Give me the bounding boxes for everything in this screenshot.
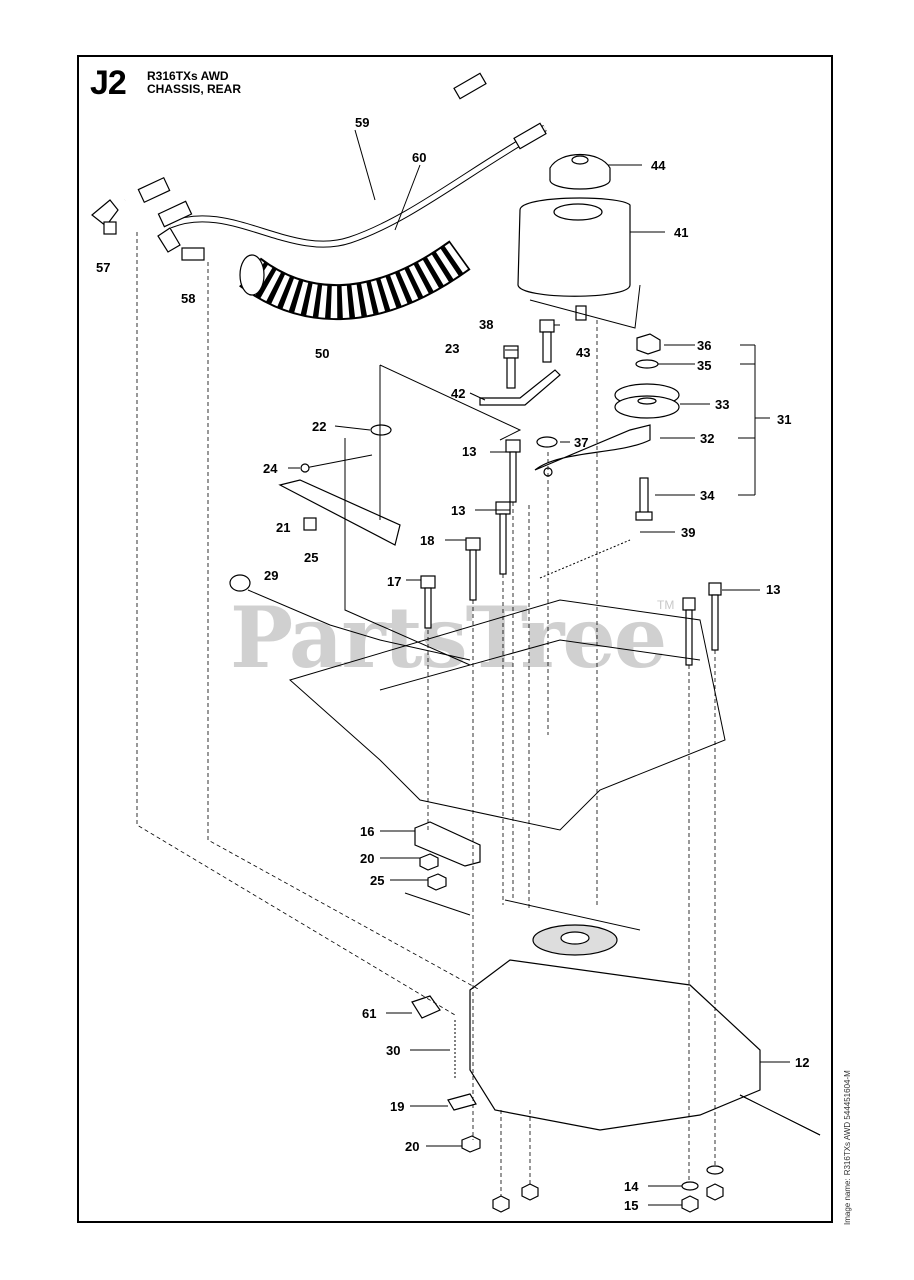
leader-lines [136,129,790,1206]
callout-59: 59 [355,115,369,130]
nut-25-a[interactable] [303,517,317,531]
callout-43: 43 [576,345,590,360]
callout-12: 12 [795,1055,809,1070]
callout-39: 39 [681,525,695,540]
nut-15[interactable] [492,1183,724,1213]
idler-arm-32[interactable] [534,424,651,477]
callout-23: 23 [445,341,459,356]
hose-59[interactable] [123,72,487,204]
callout-22: 22 [312,419,326,434]
callout-33: 33 [715,397,729,412]
rod-29[interactable] [229,574,471,661]
title-section: CHASSIS, REAR [147,82,242,96]
cable-rod-24[interactable] [300,454,373,473]
diagram-code: J2 [90,64,127,102]
nut-25-b[interactable] [427,873,447,891]
callout-13-c: 13 [766,582,780,597]
callout-25-a: 25 [304,550,318,565]
callout-13-b: 13 [451,503,465,518]
callout-29: 29 [264,568,278,583]
spacer-16[interactable] [414,821,481,867]
callout-20-a: 20 [360,851,374,866]
callout-20-b: 20 [405,1139,419,1154]
callout-30: 30 [386,1043,400,1058]
nut-36[interactable] [636,333,661,355]
callout-18: 18 [420,533,434,548]
transaxle-12[interactable] [404,892,821,1136]
elbow-fitting-57[interactable] [91,199,119,235]
washer-14[interactable] [681,1165,724,1191]
callout-17: 17 [387,574,401,589]
oil-tank-41[interactable] [517,197,631,297]
nut-20-b[interactable] [461,1135,481,1153]
pulley-33[interactable] [614,383,680,419]
bolt-43[interactable] [575,305,587,321]
bolt-18[interactable] [465,537,481,601]
bolt-13-a[interactable] [505,439,521,503]
bolt-23[interactable] [503,345,519,389]
callout-21: 21 [276,520,290,535]
callout-24: 24 [263,461,278,476]
callout-44: 44 [651,158,666,173]
tank-cap-44[interactable] [549,153,611,190]
spiral-hose-guard-50[interactable] [239,240,471,321]
bolt-38[interactable] [539,319,555,363]
callout-31: 31 [777,412,791,427]
spacer-22[interactable] [370,424,392,436]
washer-35[interactable] [635,359,659,369]
bolt-13-c[interactable] [682,582,722,666]
nut-20-a[interactable] [419,853,439,871]
callout-41: 41 [674,225,688,240]
callout-19: 19 [390,1099,404,1114]
callout-15: 15 [624,1198,638,1213]
bracket-42[interactable] [479,369,561,406]
callout-38: 38 [479,317,493,332]
fitting-61[interactable] [411,995,441,1019]
callout-34: 34 [700,488,715,503]
hose-60[interactable] [157,122,547,248]
diagram-title: R316TXs AWD CHASSIS, REAR [147,70,241,96]
callout-42: 42 [451,386,465,401]
callout-13-a: 13 [462,444,476,459]
title-model: R316TXs AWD [147,69,229,83]
callout-labels: 59 60 44 41 57 58 50 38 43 23 36 35 42 3… [96,115,809,1213]
callout-61: 61 [362,1006,376,1021]
callout-37: 37 [574,435,588,450]
callout-36: 36 [697,338,711,353]
callout-16: 16 [360,824,374,839]
elbow-fitting-58[interactable] [157,227,205,261]
bracket-19[interactable] [447,1093,477,1111]
bolt-17[interactable] [420,575,436,629]
callout-14: 14 [624,1179,639,1194]
callout-50: 50 [315,346,329,361]
callout-35: 35 [697,358,711,373]
spring-39[interactable] [539,539,631,579]
watermark-trademark: TM [657,598,675,612]
callout-25-b: 25 [370,873,384,888]
chassis-plate [288,599,726,831]
bolt-34[interactable] [635,477,653,521]
callout-60: 60 [412,150,426,165]
bolt-13-b[interactable] [495,501,511,575]
diagram-frame [77,55,833,1223]
washer-37[interactable] [536,436,558,448]
callout-58: 58 [181,291,195,306]
callout-57: 57 [96,260,110,275]
callout-32: 32 [700,431,714,446]
lever-21[interactable] [278,479,401,546]
